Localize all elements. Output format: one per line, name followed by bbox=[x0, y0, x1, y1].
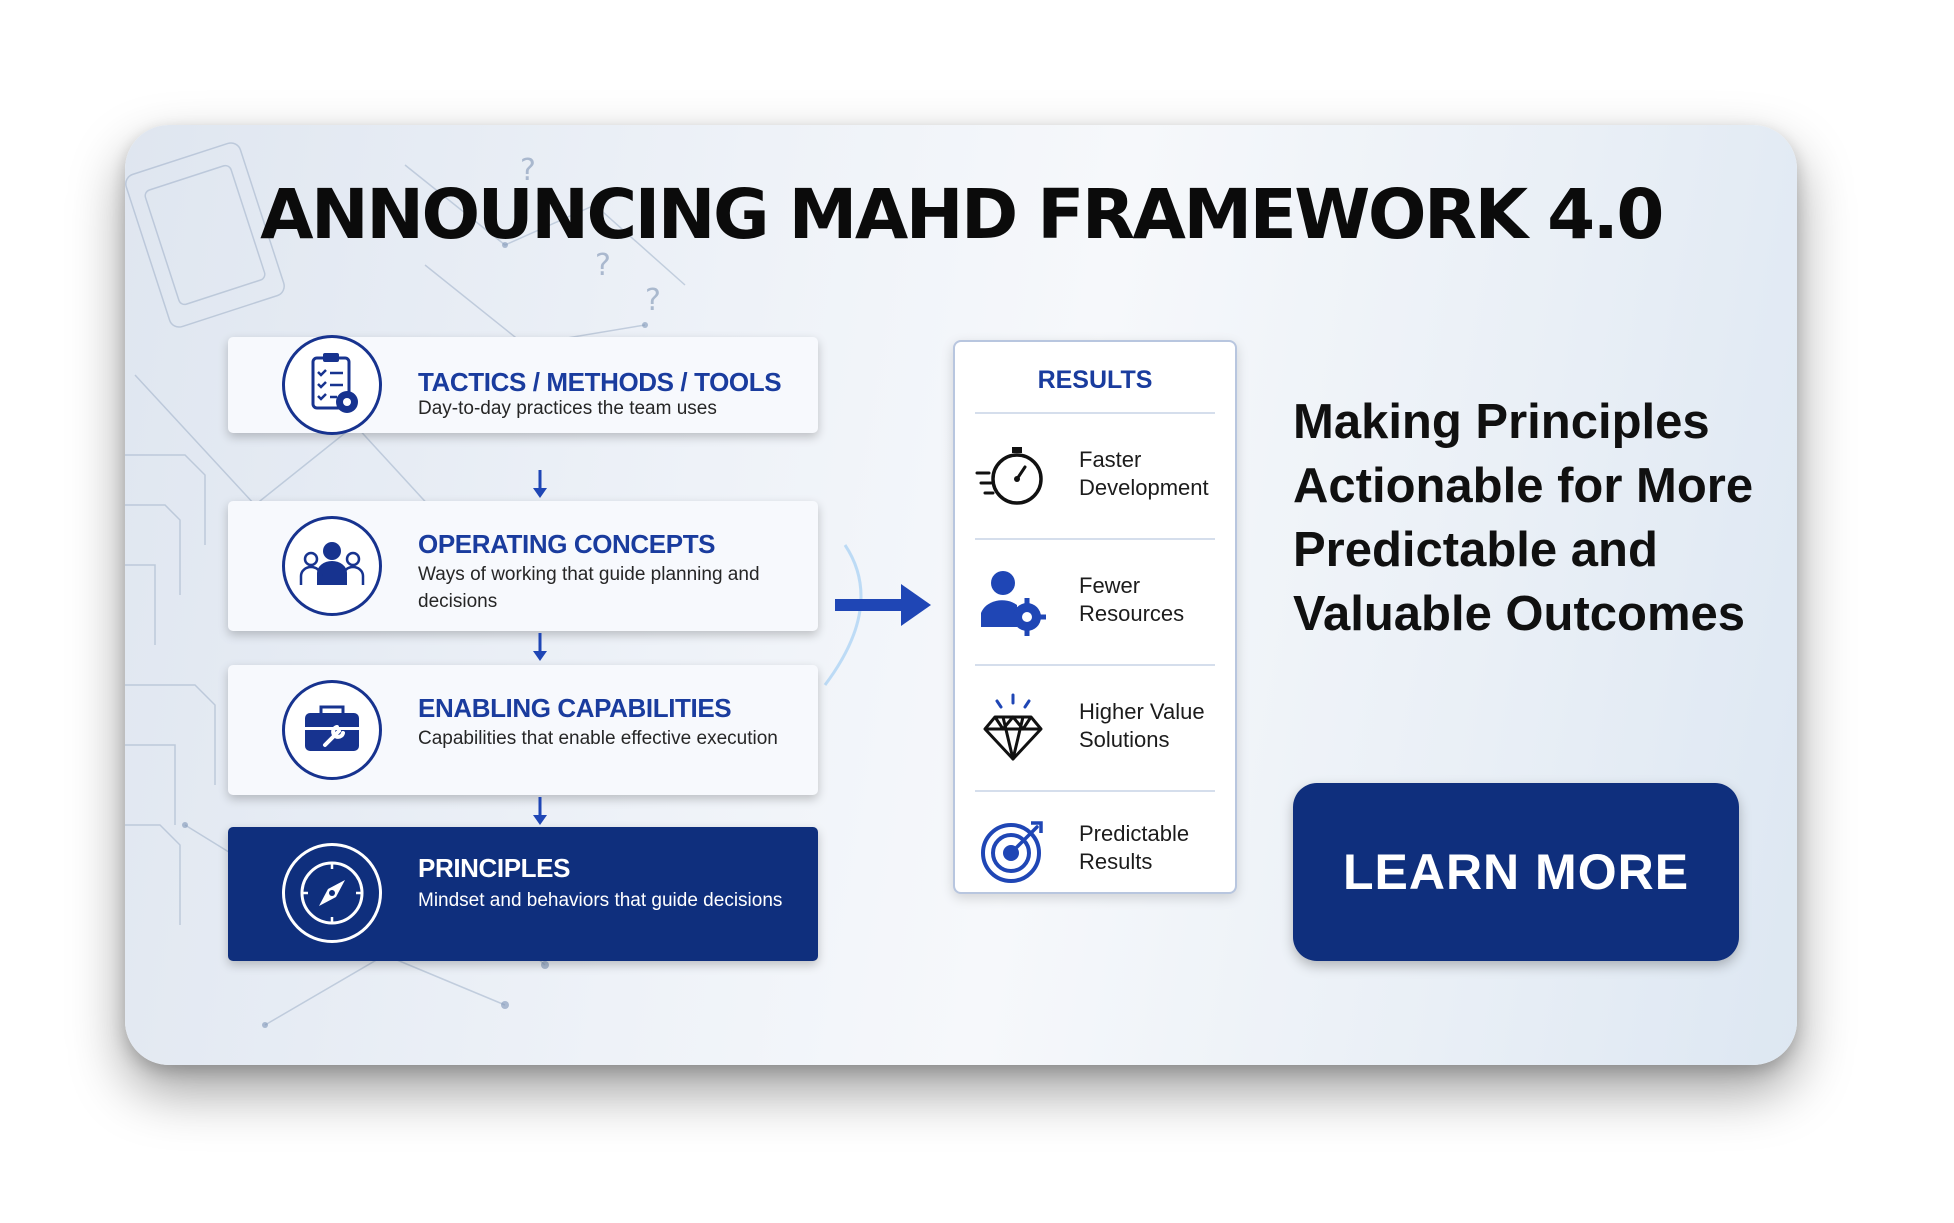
divider bbox=[975, 664, 1215, 666]
layer-description: Day-to-day practices the team uses bbox=[418, 398, 717, 419]
layer-operating-concepts: OPERATING CONCEPTS Ways of working that … bbox=[228, 501, 818, 631]
layer-description: Ways of working that guide planning and … bbox=[418, 564, 760, 612]
results-title: RESULTS bbox=[1037, 366, 1153, 394]
result-label: Predictable Results bbox=[1079, 821, 1190, 874]
result-label: Faster Development bbox=[1079, 447, 1209, 500]
result-item-predictable-results: Predictable Results bbox=[955, 794, 1235, 894]
layer-enabling-capabilities: ENABLING CAPABILITIES Capabilities that … bbox=[228, 665, 818, 795]
layer-principles: PRINCIPLES Mindset and behaviors that gu… bbox=[228, 827, 818, 961]
result-item-faster-development: Faster Development bbox=[955, 420, 1235, 520]
announcement-card: ??? ANNOUNCING MAHD FRAMEWORK 4.0 TACTIC… bbox=[125, 125, 1797, 1065]
layer-title: OPERATING CONCEPTS bbox=[418, 529, 716, 559]
headline: ANNOUNCING MAHD FRAMEWORK 4.0 bbox=[260, 175, 1664, 255]
svg-text:?: ? bbox=[645, 283, 661, 318]
layer-title: PRINCIPLES bbox=[418, 853, 571, 883]
learn-more-button[interactable]: LEARN MORE bbox=[1293, 783, 1739, 961]
person-gear-icon bbox=[981, 571, 1046, 636]
layer-title: ENABLING CAPABILITIES bbox=[418, 693, 732, 723]
divider bbox=[975, 790, 1215, 792]
layer-description: Capabilities that enable effective execu… bbox=[418, 728, 778, 749]
layer-description: Mindset and behaviors that guide decisio… bbox=[418, 890, 783, 911]
divider bbox=[975, 412, 1215, 414]
result-label: Higher Value Solutions bbox=[1079, 699, 1205, 752]
layer-title: TACTICS / METHODS / TOOLS bbox=[418, 367, 782, 397]
arrow-down-icon bbox=[533, 470, 547, 498]
toolbox-wrench-icon bbox=[282, 680, 382, 780]
svg-text:?: ? bbox=[595, 248, 611, 283]
arrow-down-icon bbox=[533, 633, 547, 661]
target-icon bbox=[981, 821, 1043, 883]
tagline: Making Principles Actionable for More Pr… bbox=[1293, 395, 1754, 641]
clipboard-gear-icon bbox=[282, 335, 382, 435]
compass-icon bbox=[282, 843, 382, 943]
result-item-fewer-resources: Fewer Resources bbox=[955, 546, 1235, 646]
result-item-higher-value-solutions: Higher Value Solutions bbox=[955, 672, 1235, 772]
diamond-icon bbox=[983, 693, 1043, 761]
layer-tactics-methods-tools: TACTICS / METHODS / TOOLS Day-to-day pra… bbox=[228, 335, 818, 435]
team-people-icon bbox=[282, 516, 382, 616]
svg-text:?: ? bbox=[520, 153, 536, 188]
divider bbox=[975, 538, 1215, 540]
stopwatch-icon bbox=[975, 447, 1043, 505]
results-panel: RESULTS Faster Development bbox=[953, 340, 1237, 894]
arrow-right-icon bbox=[835, 584, 931, 626]
arrow-down-icon bbox=[533, 797, 547, 825]
result-label: Fewer Resources bbox=[1079, 573, 1185, 626]
